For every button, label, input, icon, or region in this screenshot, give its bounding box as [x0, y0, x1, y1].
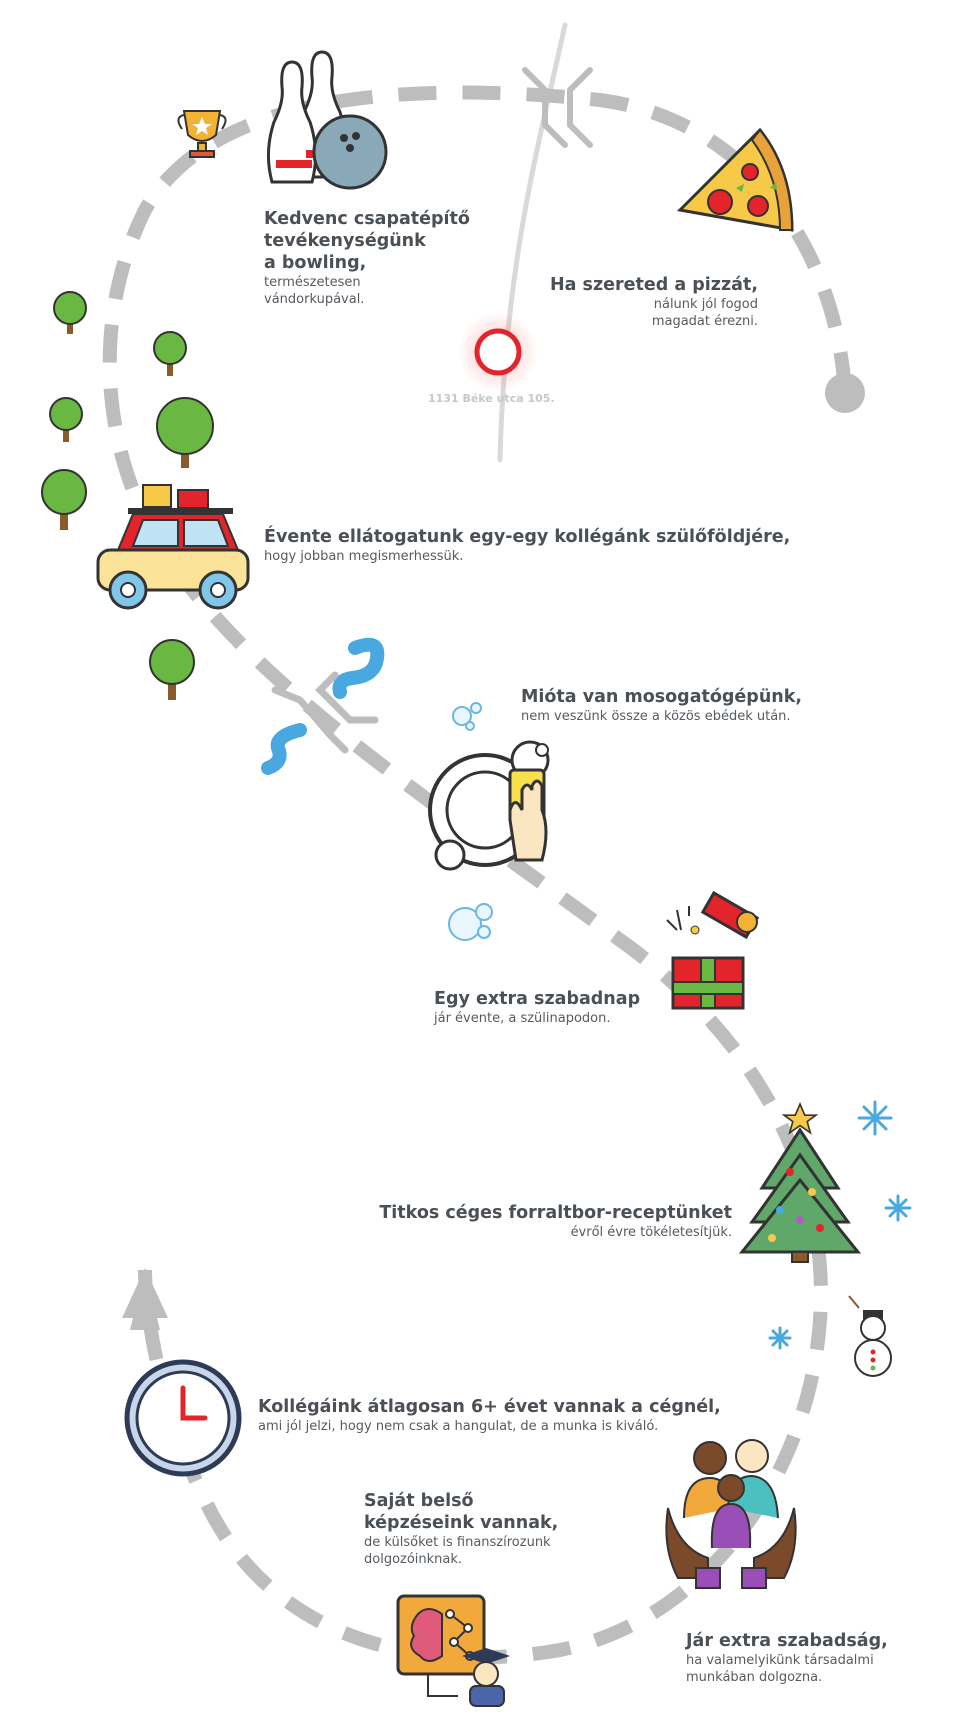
dashed-path — [102, 85, 852, 1665]
river-icon — [261, 637, 385, 775]
trophy-icon — [177, 110, 227, 158]
birthday-sub: jár évente, a szülinapodon. — [434, 1011, 611, 1026]
bowling-text: Kedvenc csapatépítő tevékenységünk a bow… — [264, 208, 494, 308]
snowflake-icon — [768, 1100, 912, 1350]
volunteer-title: Jár extra szabadság, — [686, 1631, 888, 1651]
bowling-sub-1: természetesen — [264, 275, 361, 290]
address-label: 1131 Béke utca 105. — [428, 392, 555, 405]
dishwashing-icon — [428, 740, 550, 871]
dishwasher-sub: nem veszünk össze a közös ebédek után. — [521, 709, 791, 724]
pizza-sub-2: magadat érezni. — [651, 314, 758, 329]
location-marker-icon — [474, 328, 522, 376]
bowling-icon — [267, 50, 388, 190]
training-text: Saját belső képzéseink vannak, de külsők… — [364, 1490, 664, 1568]
mulledwine-text: Titkos céges forraltbor-receptünket évrő… — [332, 1202, 732, 1241]
tenure-text: Kollégáink átlagosan 6+ évet vannak a cé… — [258, 1396, 858, 1435]
path-start-dot — [825, 373, 865, 413]
pizza-title: Ha szereted a pizzát, — [550, 275, 758, 295]
training-sub-1: de külsőket is finanszírozunk — [364, 1535, 551, 1550]
bowling-title-2: tevékenységünk — [264, 231, 426, 251]
gift-icon — [666, 890, 760, 1010]
dishwasher-title: Mióta van mosogatógépünk, — [521, 687, 803, 707]
tree-icon — [41, 291, 214, 700]
brain-training-icon — [396, 1594, 510, 1707]
tenure-title: Kollégáink átlagosan 6+ évet vannak a cé… — [258, 1397, 721, 1417]
birthday-title: Egy extra szabadnap — [434, 989, 641, 1009]
trip-title: Évente ellátogatunk egy-egy kollégánk sz… — [264, 527, 791, 547]
volunteer-text: Jár extra szabadság, ha valamelyikünk tá… — [686, 1630, 946, 1686]
volunteer-sub-1: ha valamelyikünk társadalmi — [686, 1653, 874, 1668]
community-hands-icon — [665, 1439, 797, 1589]
bridge-icon — [522, 67, 593, 148]
car-icon — [96, 484, 250, 610]
bowling-title-1: Kedvenc csapatépítő — [264, 209, 470, 229]
trip-sub: hogy jobban megismerhessük. — [264, 549, 464, 564]
birthday-text: Egy extra szabadnap jár évente, a szülin… — [434, 988, 734, 1027]
bridge-icon — [271, 671, 379, 754]
clock-icon — [124, 1359, 242, 1477]
bubbles-icon — [448, 702, 493, 941]
christmas-tree-icon — [738, 1101, 862, 1263]
trip-text: Évente ellátogatunk egy-egy kollégánk sz… — [264, 526, 864, 565]
bowling-sub-2: vándorkupával. — [264, 292, 365, 307]
volunteer-sub-2: munkában dolgozna. — [686, 1670, 823, 1685]
training-title-2: képzéseink vannak, — [364, 1513, 559, 1533]
bowling-title-3: a bowling, — [264, 253, 367, 273]
pizza-text: Ha szereted a pizzát, nálunk jól fogod m… — [500, 274, 758, 330]
dishwasher-text: Mióta van mosogatógépünk, nem veszünk ös… — [521, 686, 941, 725]
mulledwine-title: Titkos céges forraltbor-receptünket — [379, 1203, 732, 1223]
training-sub-2: dolgozóinknak. — [364, 1552, 463, 1567]
training-title-1: Saját belső — [364, 1491, 474, 1511]
pizza-sub-1: nálunk jól fogod — [653, 297, 758, 312]
snowman-icon — [848, 1295, 892, 1377]
tenure-sub: ami jól jelzi, hogy nem csak a hangulat,… — [258, 1419, 659, 1434]
pizza-icon — [676, 127, 794, 232]
mulledwine-sub: évről évre tökéletesítjük. — [570, 1225, 732, 1240]
